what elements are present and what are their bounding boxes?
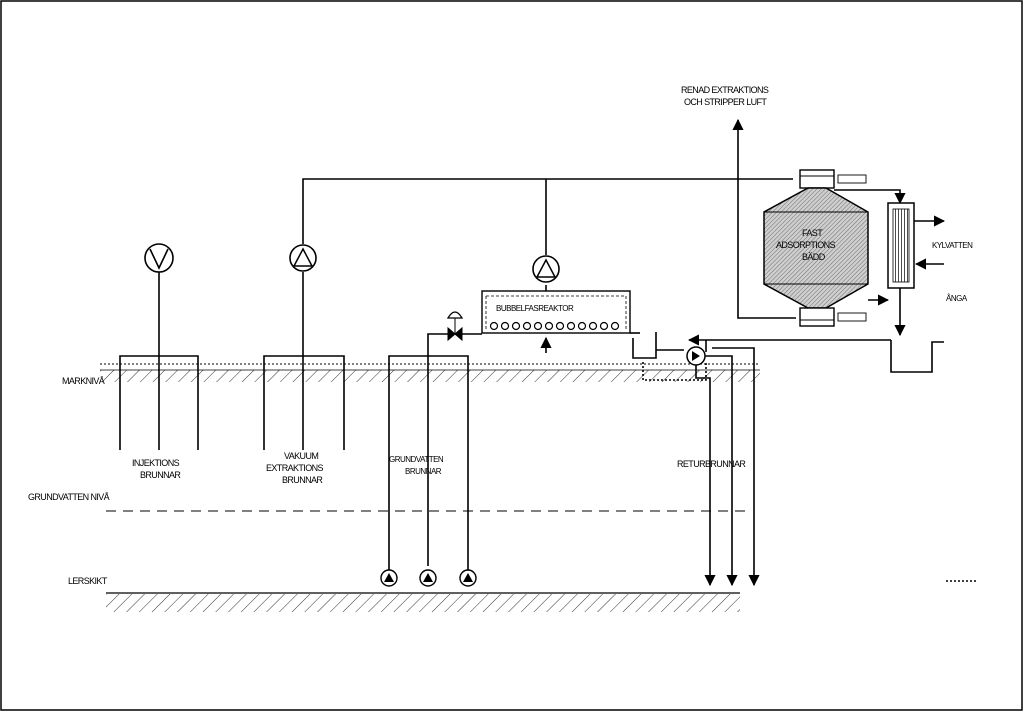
grundvatten-brunnar-label-1: GRUNDVATTEN	[389, 455, 444, 464]
fast-label-3: BÄDD	[802, 252, 826, 262]
renad-label-1: RENAD EXTRAKTIONS	[681, 85, 769, 95]
blower-icon	[289, 244, 317, 272]
groundwater-wells	[380, 333, 477, 587]
lerskikt-label: LERSKIKT	[68, 576, 108, 586]
injektions-label-2: BRUNNAR	[140, 470, 181, 480]
air-bubbles	[489, 321, 620, 331]
bubbelfasreaktor-label: BUBBELFASREAKTOR	[496, 304, 574, 313]
injection-wells	[119, 243, 199, 450]
fast-label-2: ADSORPTIONS	[776, 240, 836, 250]
condensate-tank	[890, 340, 944, 373]
injektions-label-1: INJEKTIONS	[132, 458, 180, 468]
anga-label: ÅNGA	[946, 294, 968, 303]
air-lines	[732, 118, 796, 319]
grundvatten-brunnar-label-2: BRUNNAR	[405, 467, 442, 476]
reactor-blower-icon	[532, 255, 560, 283]
control-valve-icon	[446, 311, 482, 342]
vakuum-label-1: VAKUUM	[284, 451, 318, 461]
markniva-label: MARKNIVÅ	[62, 376, 105, 386]
bubble-reactor	[481, 179, 640, 353]
ground-surface	[100, 363, 760, 382]
collection-tank	[632, 332, 891, 381]
vacuum-pump-icon	[144, 243, 174, 273]
returbrunnar-label: RETURBRUNNAR	[677, 459, 746, 469]
return-wells	[695, 347, 760, 587]
vacuum-extraction-wells	[263, 178, 793, 450]
condenser	[834, 189, 946, 337]
vakuum-label-3: BRUNNAR	[282, 475, 323, 485]
fast-label-1: FAST	[802, 228, 823, 238]
vakuum-label-2: EXTRAKTIONS	[266, 463, 324, 473]
kylvatten-label: KYLVATTEN	[932, 241, 973, 250]
clay-layer	[106, 592, 740, 612]
renad-label-2: OCH STRIPPER LUFT	[684, 97, 767, 107]
adsorption-bed	[763, 169, 869, 327]
grundvatten-niva-label: GRUNDVATTEN NIVÅ	[28, 492, 110, 502]
